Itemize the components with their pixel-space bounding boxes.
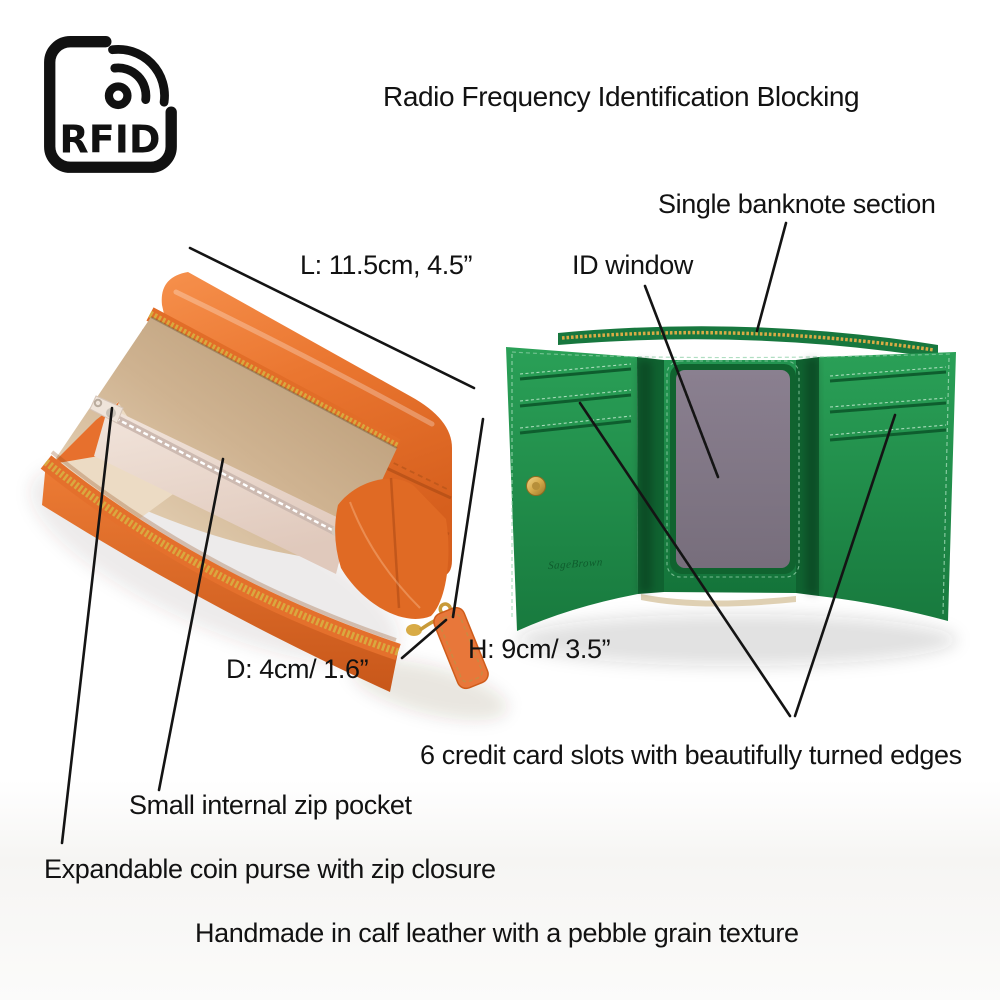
annotation-lines: [60, 221, 897, 845]
rfid-frame: [44, 36, 177, 173]
card-slots-label: 6 credit card slots with beautifully tur…: [420, 740, 962, 770]
coin-purse-leader-line: [60, 406, 114, 845]
depth-label: D: 4cm/ 1.6”: [226, 654, 369, 684]
zip-pull-tab: [433, 602, 489, 690]
card-slots-right-leader-line: [793, 413, 897, 718]
length-label: L: 11.5cm, 4.5”: [300, 250, 473, 280]
rfid-label: RFID: [59, 117, 160, 161]
height-measure-line: [451, 417, 485, 619]
material-label: Handmade in calf leather with a pebble g…: [195, 918, 799, 948]
banknote-leader-line: [755, 221, 788, 333]
green-wallet-photo: [506, 326, 956, 631]
rfid-signal-arc2-icon: [108, 44, 169, 107]
rfid-signal-dot-icon: [104, 82, 132, 110]
rfid-signal-arc1-icon: [110, 63, 151, 104]
rfid-icon: RFID: [44, 36, 177, 173]
length-measure-line: [188, 246, 476, 390]
orange-wallet-photo: [40, 272, 489, 692]
id-window-leader-line: [643, 284, 720, 479]
id-window: [666, 360, 800, 578]
banknote-label: Single banknote section: [658, 189, 936, 219]
left-card-slots: [519, 363, 632, 435]
id-window-label: ID window: [572, 250, 693, 280]
card-slots-left-leader-line: [578, 401, 792, 718]
height-label: H: 9cm/ 3.5”: [468, 634, 611, 664]
zip-pocket-label: Small internal zip pocket: [129, 790, 412, 820]
zip-pocket-leader-line: [157, 457, 225, 792]
page-title: Radio Frequency Identification Blocking: [383, 81, 860, 112]
snap-stud: [526, 476, 546, 496]
depth-measure-line: [400, 618, 448, 660]
coin-purse-label: Expandable coin purse with zip closure: [44, 854, 496, 884]
